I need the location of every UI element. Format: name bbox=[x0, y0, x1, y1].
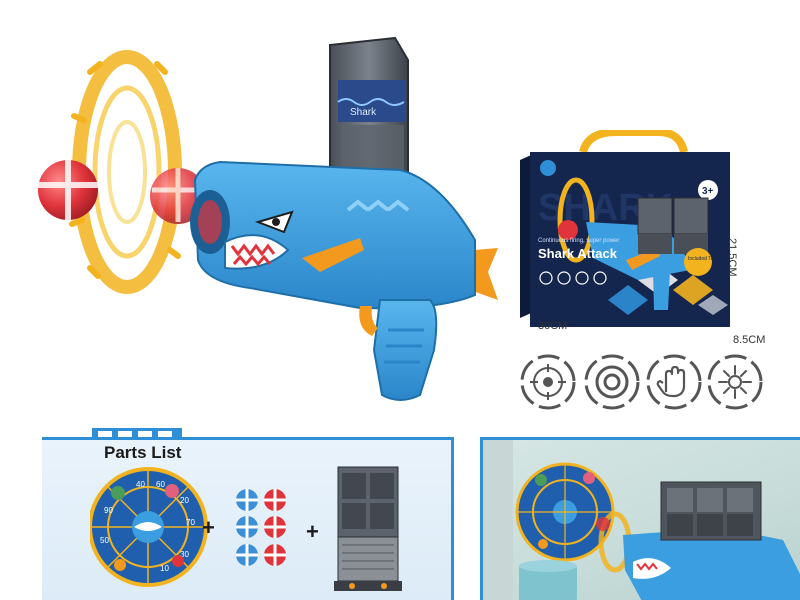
usage-scene-panel bbox=[480, 437, 800, 600]
brand-logo bbox=[540, 160, 556, 176]
target-lock-icon bbox=[520, 354, 576, 410]
dartboard-number: 10 bbox=[160, 564, 169, 573]
dartboard-number: 20 bbox=[180, 496, 189, 505]
age-badge bbox=[698, 180, 718, 200]
target-note-badge bbox=[684, 248, 712, 276]
box-depth-label: 8.5CM bbox=[733, 334, 766, 346]
box-tagline: Continuous firing, super power bbox=[538, 238, 619, 244]
box-height-label: 21.5CM bbox=[726, 238, 738, 277]
magazine-label: Shark bbox=[350, 107, 377, 118]
dartboard-number: 30 bbox=[180, 550, 189, 559]
box-handle bbox=[579, 130, 688, 154]
hand-icon bbox=[646, 354, 702, 410]
panel-tab-decoration bbox=[92, 428, 182, 440]
box-width-label: 30CM bbox=[538, 320, 568, 332]
box-product-name: Shark Attack bbox=[538, 246, 618, 261]
concentric-circle-icon bbox=[584, 354, 640, 410]
dartboard-number: 70 bbox=[186, 518, 195, 527]
burst-icon bbox=[707, 354, 763, 410]
hero-ball-left bbox=[38, 160, 98, 220]
dartboard-number: 50 bbox=[100, 536, 109, 545]
dartboard: 40 60 20 70 30 50 10 90 bbox=[90, 467, 208, 587]
dartboard-number: 90 bbox=[104, 506, 113, 515]
hero-blaster-illustration: Shark bbox=[38, 36, 498, 401]
hero-blaster-body bbox=[190, 160, 498, 401]
magazine-part bbox=[334, 466, 402, 591]
parts-list-title: Parts List bbox=[104, 443, 182, 462]
usage-scene-illustration bbox=[483, 440, 800, 600]
ball-set bbox=[236, 489, 286, 566]
dartboard-number: 40 bbox=[136, 480, 145, 489]
plus-sign: + bbox=[202, 515, 215, 540]
dartboard-number: 60 bbox=[156, 480, 165, 489]
product-box: SHARK 3+ Included Target Continuous firi… bbox=[520, 130, 730, 327]
target-note-label: Included Target bbox=[688, 256, 723, 262]
parts-list-contents: 40 60 20 70 30 50 10 90 + + bbox=[90, 466, 402, 591]
age-badge-label: 3+ bbox=[702, 186, 714, 197]
plus-sign: + bbox=[306, 519, 319, 544]
